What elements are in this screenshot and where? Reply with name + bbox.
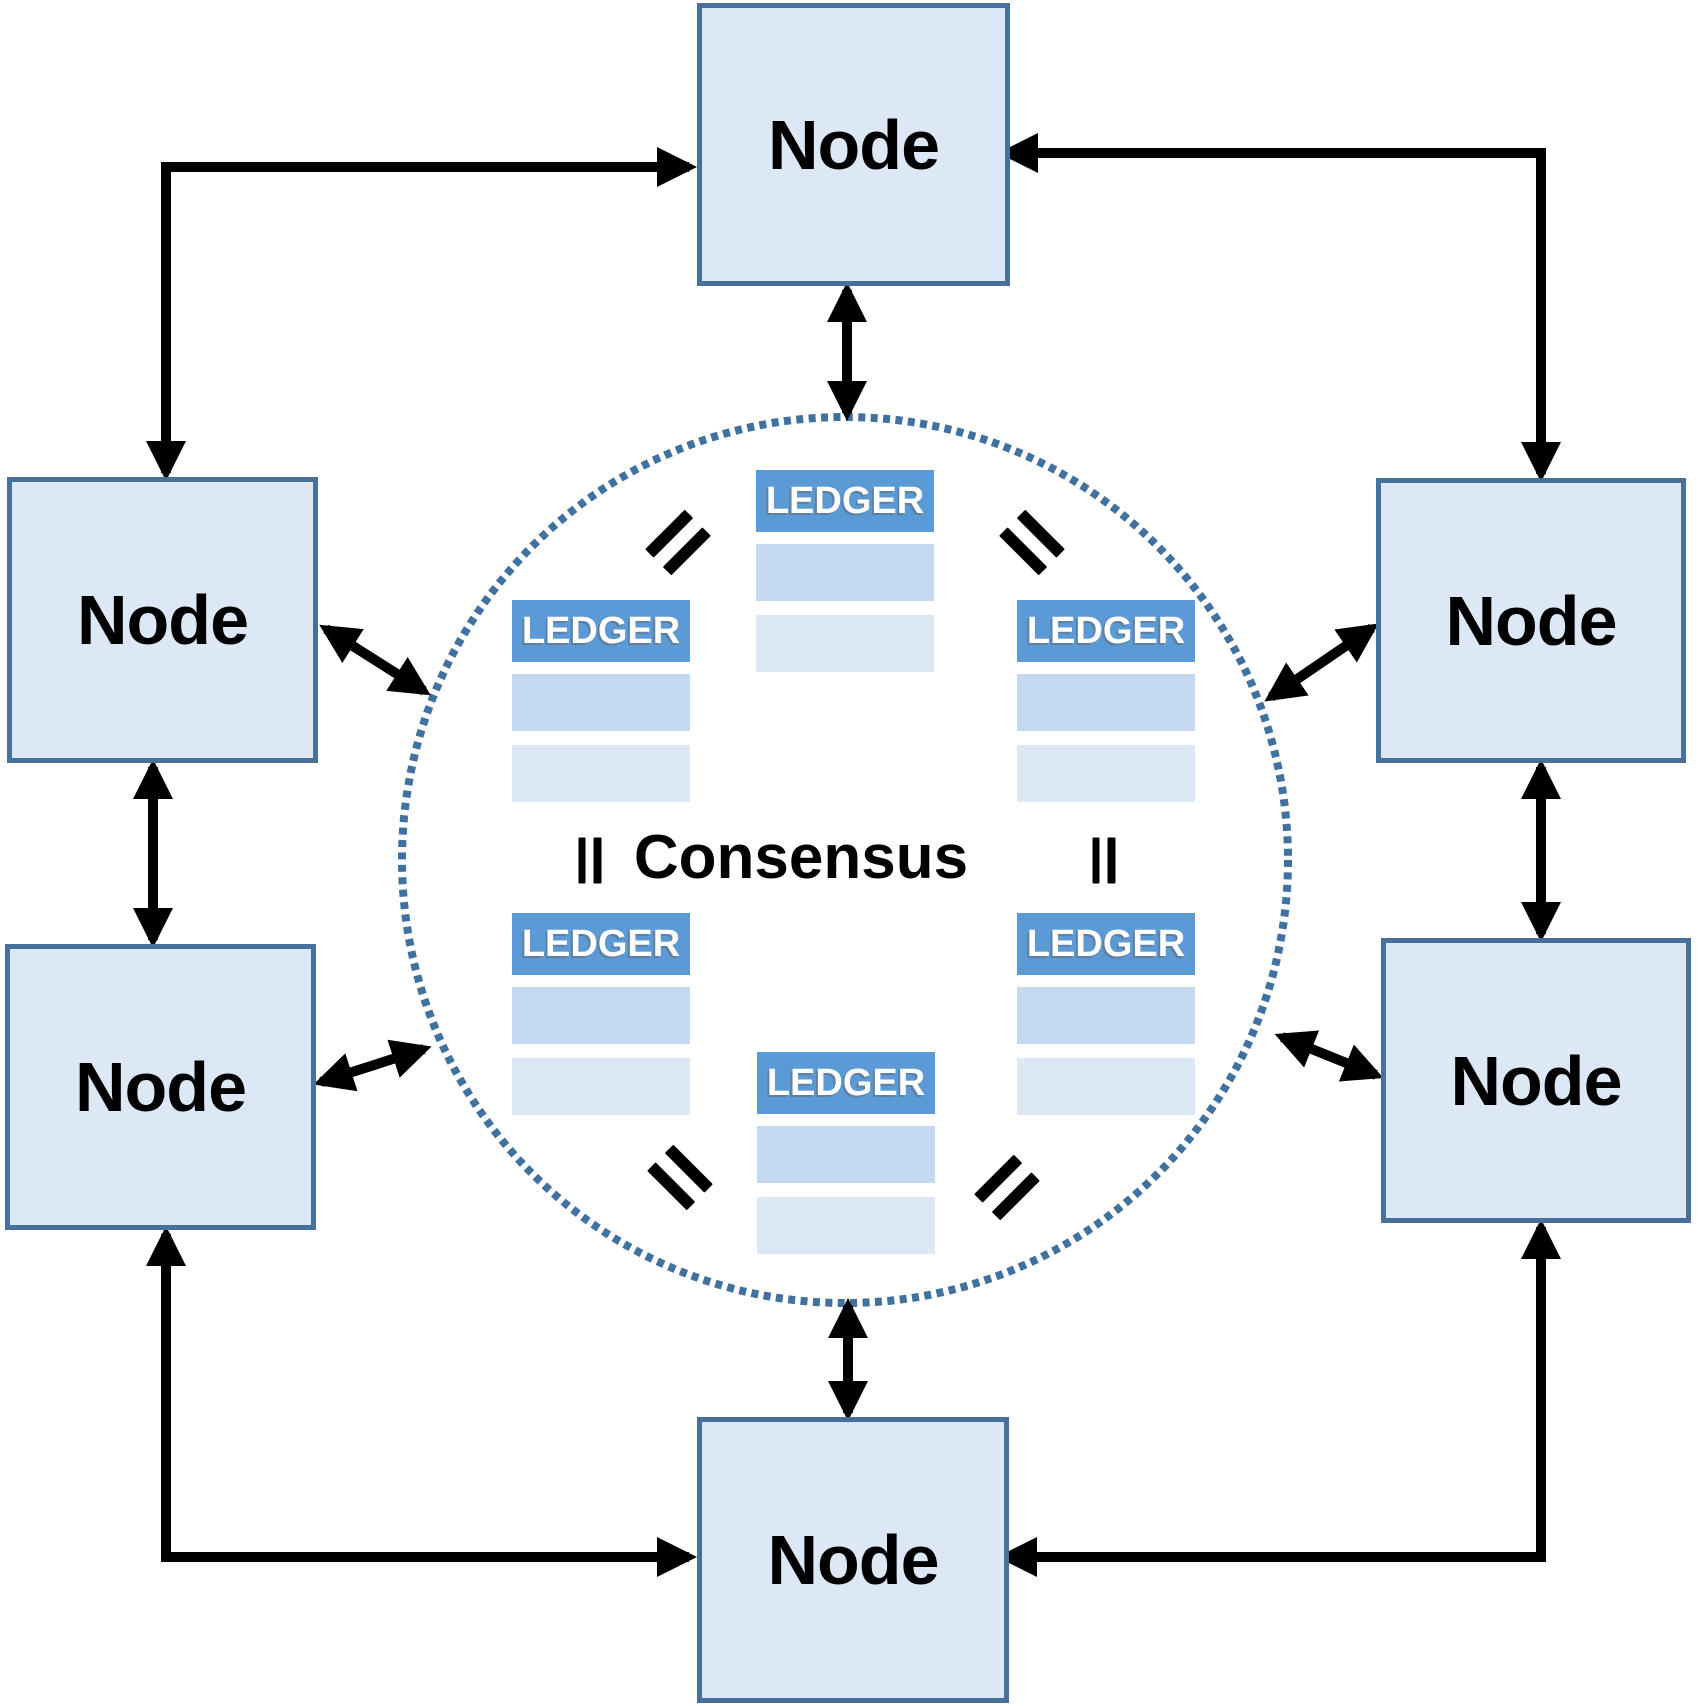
- ledger-row: [1017, 987, 1195, 1044]
- ledger-table-bottom: LEDGER: [757, 1052, 935, 1254]
- node-label: Node: [75, 1048, 247, 1126]
- arrow-right-upper-node-circle: [1264, 623, 1379, 702]
- arrow-left-lower-node-circle: [313, 1039, 432, 1092]
- arrow-left-upper-node-circle: [319, 624, 431, 696]
- ledger-row: [1017, 674, 1195, 731]
- ledger-table-lower-left: LEDGER: [512, 913, 690, 1115]
- node-label: Node: [1445, 581, 1618, 660]
- ledger-header: LEDGER: [756, 470, 934, 532]
- node-box-left-upper: Node: [7, 477, 318, 763]
- node-box-top: Node: [697, 3, 1010, 286]
- arrow-left-lower-to-bottom-elbow: [146, 1226, 697, 1577]
- ledger-row: [1017, 1058, 1195, 1115]
- arrow-right-lower-to-bottom-elbow: [997, 1219, 1561, 1577]
- ledger-table-top: LEDGER: [756, 470, 934, 672]
- ledger-row: [1017, 745, 1195, 802]
- node-label: Node: [1450, 1041, 1623, 1120]
- node-box-bottom: Node: [697, 1417, 1009, 1703]
- ledger-row: [512, 1058, 690, 1115]
- ledger-row: [756, 615, 934, 672]
- ledger-header: LEDGER: [512, 913, 690, 975]
- node-label: Node: [77, 581, 249, 659]
- node-box-left-lower: Node: [5, 944, 316, 1230]
- node-label: Node: [768, 105, 940, 184]
- ledger-header: LEDGER: [757, 1052, 935, 1114]
- arrow-left-upper-to-top-elbow: [146, 147, 697, 481]
- ledger-header: LEDGER: [1017, 913, 1195, 975]
- ledger-header: LEDGER: [512, 600, 690, 662]
- ledger-table-lower-right: LEDGER: [1017, 913, 1195, 1115]
- consensus-label: Consensus: [633, 823, 969, 892]
- ledger-table-upper-right: LEDGER: [1017, 600, 1195, 802]
- ledger-row: [512, 674, 690, 731]
- ledger-header: LEDGER: [1017, 600, 1195, 662]
- ledger-row: [512, 987, 690, 1044]
- consensus-circle: [398, 413, 1292, 1307]
- ledger-row: [512, 745, 690, 802]
- arrow-right-lower-node-circle: [1274, 1030, 1384, 1082]
- ledger-row: [757, 1197, 935, 1254]
- arrow-right-upper-to-top-elbow: [998, 133, 1561, 482]
- node-box-right-upper: Node: [1376, 478, 1686, 763]
- node-label: Node: [767, 1521, 940, 1599]
- equals-icon: [1092, 837, 1116, 884]
- ledger-table-upper-left: LEDGER: [512, 600, 690, 802]
- ledger-row: [757, 1126, 935, 1183]
- ledger-row: [756, 544, 934, 601]
- node-box-right-lower: Node: [1381, 938, 1691, 1223]
